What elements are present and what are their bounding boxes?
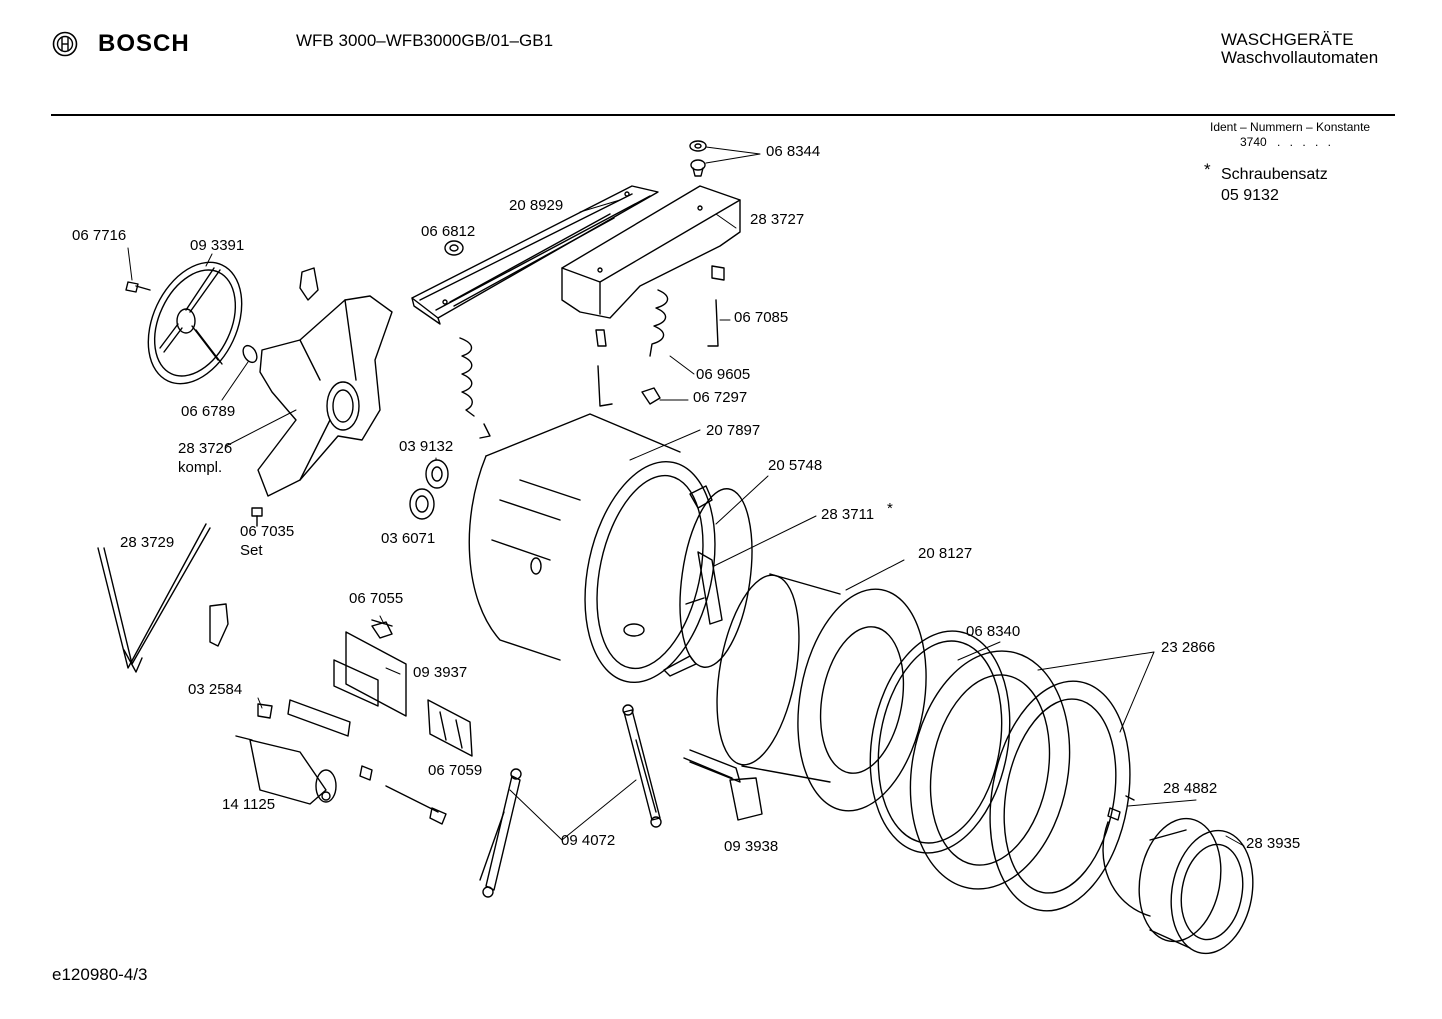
part-label-283726: 28 3726 [178, 440, 233, 457]
spring-left-part [460, 338, 490, 438]
part-label-067035-set: Set [240, 542, 263, 559]
part-label-283711: 28 3711 [821, 506, 875, 523]
part-label-205748: 20 5748 [768, 457, 823, 474]
ident-dots: . . . . . [1277, 135, 1335, 149]
screw-032584-part [258, 704, 272, 718]
screw-067035-part [252, 508, 262, 526]
part-label-068340: 06 8340 [966, 623, 1021, 640]
clip-284882-part [1103, 796, 1150, 916]
document-id: e120980-4/3 [52, 965, 148, 984]
part-label-283711-star: * [887, 500, 893, 517]
part-label-067035: 06 7035 [240, 523, 295, 540]
ring-232866-part [892, 638, 1147, 922]
part-label-093937: 09 3937 [413, 664, 468, 681]
screw-set-number: 05 9132 [1221, 187, 1279, 204]
crossbar-208929-part [412, 186, 658, 324]
tub-207897-part [469, 414, 734, 694]
hook-center-part [596, 330, 612, 406]
ident-title: Ident – Nummern – Konstante [1210, 120, 1371, 134]
clip-left-part [210, 604, 228, 646]
part-label-283727: 28 3727 [750, 211, 805, 228]
part-label-232866: 23 2866 [1161, 639, 1216, 656]
clamp-283711-part [686, 552, 722, 624]
part-label-093938: 09 3938 [724, 838, 779, 855]
pulley-093391-part [130, 247, 260, 399]
part-label-036071: 03 6071 [381, 530, 436, 547]
part-label-283726-kompl: kompl. [178, 459, 223, 476]
part-label-067059: 06 7059 [428, 762, 483, 779]
hook-067085-part [708, 266, 724, 346]
category-title: WASCHGERÄTE [1221, 30, 1354, 49]
part-label-067716: 06 7716 [72, 227, 127, 244]
part-label-093391: 09 3391 [190, 237, 245, 254]
bosch-logo: BOSCH [52, 30, 190, 58]
suppressor-093937-part [334, 620, 406, 716]
part-label-067085: 06 7085 [734, 309, 789, 326]
washer-068344-part [690, 141, 706, 176]
screw-set-label: Schraubensatz [1221, 166, 1328, 183]
part-label-066789: 06 6789 [181, 403, 236, 420]
shock-absorber-right-part [623, 705, 661, 827]
door-ring-283935-part [1130, 812, 1262, 960]
heater-093938-part [684, 750, 762, 820]
screw-set-marker: * [1204, 160, 1211, 179]
bearing-036071-part [410, 489, 434, 519]
bosch-armature-icon [52, 31, 78, 57]
part-label-141125: 14 1125 [222, 796, 276, 813]
screw-067055-part [372, 622, 392, 638]
part-label-069605: 06 9605 [696, 366, 751, 383]
part-label-208127: 20 8127 [918, 545, 973, 562]
gasket-068340-part [854, 620, 1027, 864]
part-label-067055: 06 7055 [349, 590, 404, 607]
screw-067716-part [126, 282, 150, 292]
brand-name: BOSCH [98, 30, 190, 57]
part-label-283729: 28 3729 [120, 534, 175, 551]
header-divider [51, 114, 1395, 116]
brush-strip-part [288, 700, 350, 736]
clip-067297-part [642, 388, 660, 404]
shock-absorber-left-part [480, 769, 521, 897]
part-label-039132: 03 9132 [399, 438, 454, 455]
part-label-094072: 09 4072 [561, 832, 616, 849]
bolt-part [360, 766, 446, 824]
category-subtitle: Waschvollautomaten [1221, 48, 1379, 67]
ident-constant: 3740 [1240, 135, 1267, 149]
bracket-067059-part [428, 700, 472, 756]
leader-lines [128, 147, 1244, 846]
bearing-039132-part [426, 460, 448, 488]
motor-141125-part [236, 736, 336, 804]
ring-205748-part [664, 484, 762, 676]
part-label-066812: 06 6812 [421, 223, 476, 240]
part-label-068344: 06 8344 [766, 143, 821, 160]
part-label-208929: 20 8929 [509, 197, 564, 214]
circlip-066789-part [240, 343, 259, 365]
part-label-067297: 06 7297 [693, 389, 748, 406]
part-label-207897: 20 7897 [706, 422, 761, 439]
beam-283727-part [562, 186, 740, 318]
spring-069605-part [650, 290, 668, 356]
part-label-284882: 28 4882 [1163, 780, 1218, 797]
part-label-032584: 03 2584 [188, 681, 243, 698]
model-number: WFB 3000–WFB3000GB/01–GB1 [296, 31, 554, 50]
spider-283726-part [258, 268, 392, 496]
drum-208127-part [704, 569, 943, 821]
belt-283729-part [98, 524, 210, 672]
part-label-283935: 28 3935 [1246, 835, 1301, 852]
nut-066812-part [445, 241, 463, 255]
